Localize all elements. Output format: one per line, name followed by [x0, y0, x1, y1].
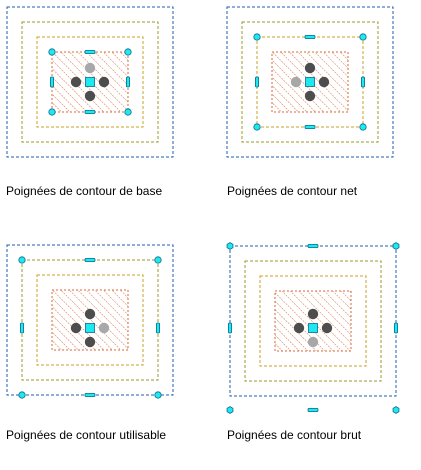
- edge-grip-icon: [254, 76, 259, 88]
- circle-grip-icon: [154, 391, 162, 399]
- gross-boundary: [244, 260, 382, 382]
- caption-usable-contour: Poignées de contour utilisable: [6, 428, 167, 442]
- hexagon-grip-icon: [392, 406, 400, 414]
- edge-grip-icon: [228, 322, 233, 334]
- hexagon-grip-icon: [226, 406, 234, 414]
- edge-grip-icon: [393, 322, 398, 334]
- edge-grip-icon: [304, 125, 316, 130]
- usable-contour-canvas: [6, 244, 174, 399]
- usable-boundary: [36, 274, 144, 366]
- net-contour-canvas: [226, 6, 394, 158]
- circle-grip-icon: [48, 108, 56, 116]
- dark-offset-grip-icon: [307, 308, 319, 320]
- dark-offset-grip-icon: [84, 336, 96, 348]
- usable-boundary: [36, 36, 144, 128]
- edge-grip-icon: [304, 34, 316, 39]
- light-offset-grip-icon: [84, 62, 96, 74]
- dark-offset-grip-icon: [293, 322, 305, 334]
- light-offset-grip-icon: [307, 336, 319, 348]
- usable-contour-diagram: [4, 242, 184, 422]
- circle-grip-icon: [124, 48, 132, 56]
- circle-grip-icon: [253, 33, 261, 41]
- square-grip-icon: [85, 323, 95, 333]
- circle-grip-icon: [48, 48, 56, 56]
- caption-base-contour: Poignées de contour de base: [6, 184, 163, 198]
- edge-grip-icon: [84, 392, 96, 397]
- hexagon-grip-icon: [226, 242, 234, 250]
- gross-contour-canvas: [226, 242, 400, 414]
- edge-grip-icon: [84, 50, 96, 55]
- square-grip-icon: [308, 323, 318, 333]
- hexagon-grip-icon: [392, 242, 400, 250]
- gross-boundary: [21, 21, 159, 143]
- edge-grip-icon: [126, 76, 131, 88]
- dark-offset-grip-icon: [84, 308, 96, 320]
- circle-grip-icon: [18, 256, 26, 264]
- edge-grip-icon: [155, 322, 160, 334]
- edge-grip-icon: [19, 322, 24, 334]
- gross-boundary: [241, 21, 379, 143]
- edge-grip-icon: [360, 76, 365, 88]
- edge-grip-icon: [307, 407, 319, 412]
- dark-offset-grip-icon: [321, 322, 333, 334]
- dark-offset-grip-icon: [304, 90, 316, 102]
- base-contour-diagram: [4, 4, 184, 184]
- circle-grip-icon: [154, 256, 162, 264]
- circle-grip-icon: [18, 391, 26, 399]
- circle-grip-icon: [359, 123, 367, 131]
- dark-offset-grip-icon: [70, 322, 82, 334]
- dark-offset-grip-icon: [98, 76, 110, 88]
- dark-offset-grip-icon: [84, 90, 96, 102]
- square-grip-icon: [305, 77, 315, 87]
- edge-grip-icon: [50, 76, 55, 88]
- outer-boundary: [226, 6, 394, 158]
- gross-contour-diagram: [224, 242, 404, 422]
- square-grip-icon: [85, 77, 95, 87]
- light-offset-grip-icon: [290, 76, 302, 88]
- dark-offset-grip-icon: [70, 76, 82, 88]
- outer-boundary: [6, 244, 174, 396]
- circle-grip-icon: [253, 123, 261, 131]
- caption-gross-contour: Poignées de contour brut: [227, 428, 362, 442]
- edge-grip-icon: [84, 257, 96, 262]
- edge-grip-icon: [307, 244, 319, 249]
- circle-grip-icon: [359, 33, 367, 41]
- net-contour-diagram: [224, 4, 404, 184]
- circle-grip-icon: [124, 108, 132, 116]
- light-offset-grip-icon: [98, 322, 110, 334]
- edge-grip-icon: [84, 110, 96, 115]
- base-contour-canvas: [6, 6, 174, 158]
- outer-boundary: [6, 6, 174, 158]
- usable-boundary: [259, 275, 367, 367]
- dark-offset-grip-icon: [304, 62, 316, 74]
- caption-net-contour: Poignées de contour net: [227, 184, 358, 198]
- dark-offset-grip-icon: [318, 76, 330, 88]
